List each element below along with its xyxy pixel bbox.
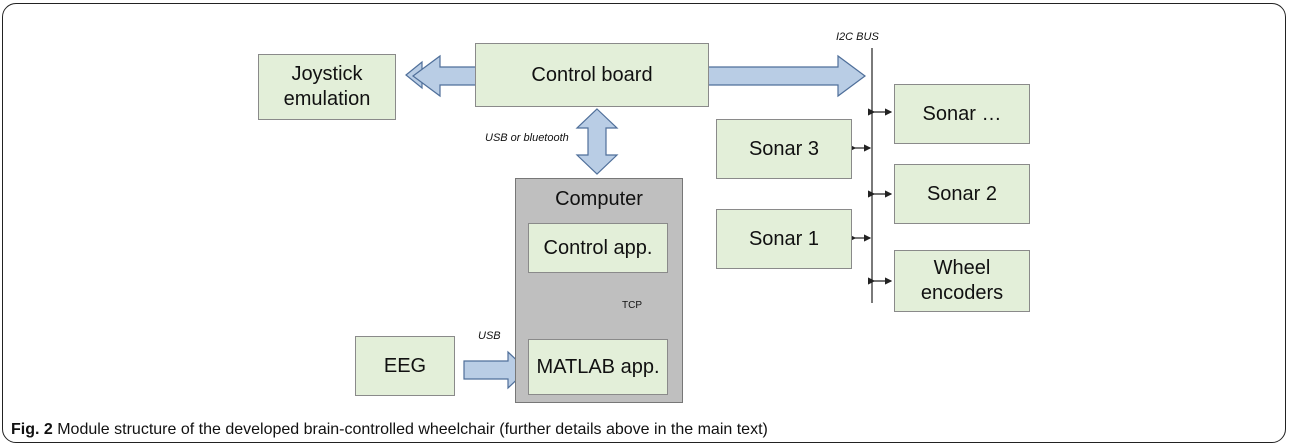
tcp-label: TCP	[622, 300, 642, 311]
sonar-2-box: Sonar 2	[894, 164, 1030, 224]
usb-bluetooth-label: USB or bluetooth	[485, 132, 569, 144]
joystick-emulation-box: Joystick emulation	[258, 54, 396, 120]
wheel-encoders-box: Wheel encoders	[894, 250, 1030, 312]
sonar-3-box: Sonar 3	[716, 119, 852, 179]
computer-title: Computer	[555, 188, 643, 210]
eeg-box: EEG	[355, 336, 455, 396]
usb-label: USB	[478, 330, 501, 342]
control-app-box: Control app.	[528, 223, 668, 273]
i2c-bus-label: I2C BUS	[836, 31, 879, 43]
sonar-1-box: Sonar 1	[716, 209, 852, 269]
figure-caption: Fig. 2 Module structure of the developed…	[11, 421, 768, 439]
matlab-app-box: MATLAB app.	[528, 339, 668, 395]
sonar-dots-box: Sonar …	[894, 84, 1030, 144]
caption-label: Fig. 2	[11, 421, 53, 438]
arrow-board-computer	[575, 108, 619, 175]
caption-text: Module structure of the developed brain-…	[52, 421, 768, 438]
control-board-box: Control board	[475, 43, 709, 107]
figure-frame	[2, 3, 1286, 443]
